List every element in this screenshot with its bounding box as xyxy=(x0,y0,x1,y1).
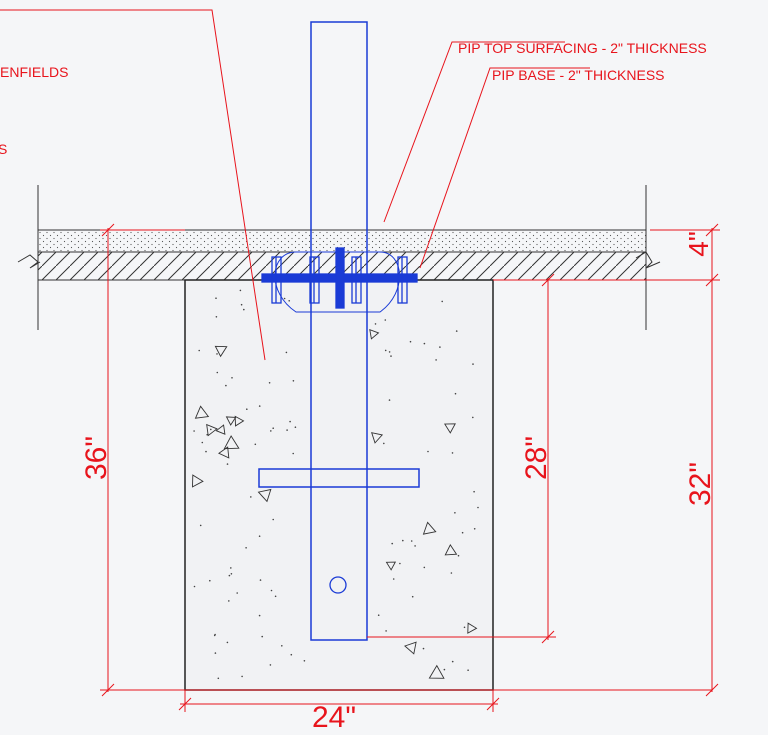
dim-32: 32" xyxy=(684,462,717,506)
top-surfacing-callout: PIP TOP SURFACING - 2" THICKNESS xyxy=(458,40,707,56)
steel-post xyxy=(310,21,368,641)
left-break-line xyxy=(17,185,41,330)
concrete-footing xyxy=(184,279,494,691)
concrete-aggregate xyxy=(192,289,479,680)
post-collar-clearance xyxy=(274,251,400,313)
dim-4: 4" xyxy=(683,231,714,257)
leader-lines xyxy=(0,9,590,361)
partial-callout-2: S xyxy=(0,141,7,157)
dim-28: 28" xyxy=(520,436,553,480)
dimension-lines xyxy=(100,223,720,712)
base-callout: PIP BASE - 2" THICKNESS xyxy=(492,67,665,83)
drain-hole xyxy=(329,576,347,594)
cross-bar xyxy=(258,468,420,488)
base-plate-assembly xyxy=(261,247,418,309)
dim-36: 36" xyxy=(80,436,113,480)
partial-callout-1: ENFIELDS xyxy=(0,64,68,80)
dim-24: 24" xyxy=(312,701,356,734)
